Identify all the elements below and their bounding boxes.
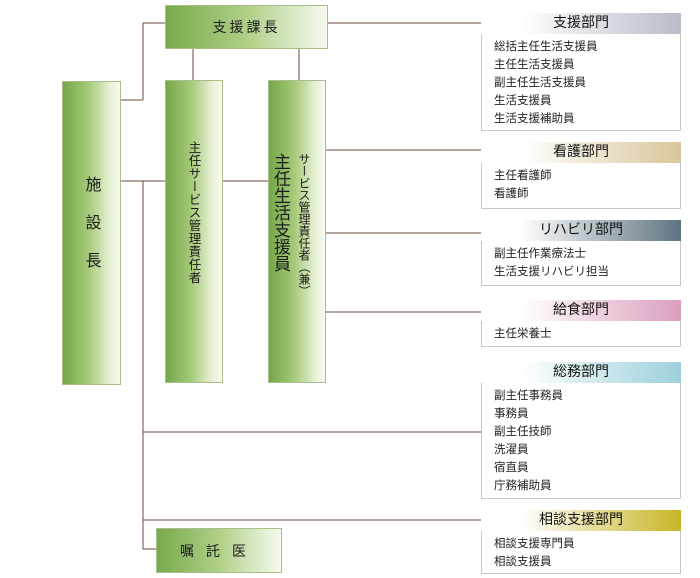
chief-worker-main-label: 主任生活支援員 [270,153,290,272]
dept-header: 相談支援部門 [481,510,681,531]
dept-item: 宿直員 [494,460,529,474]
dept-item: 相談支援員 [494,554,552,568]
dept-item: 主任栄養士 [494,326,552,340]
dept-header: 支援部門 [481,13,681,34]
dept-body: 副主任作業療法士 生活支援リハビリ担当 [481,241,681,286]
dept-name: 相談支援部門 [539,512,623,528]
dept-item: 相談支援専門員 [494,536,575,550]
dept-item: 看護師 [494,186,529,200]
dept-name: 給食部門 [553,302,609,318]
dept-name: 総務部門 [553,364,609,380]
dept-item: 生活支援補助員 [494,111,575,125]
dept-item: 事務員 [494,406,529,420]
dept-header: リハビリ部門 [481,220,681,241]
dept-item: 総括主任生活支援員 [494,39,598,53]
dept-body: 副主任事務員 事務員 副主任技師 洗濯員 宿直員 庁務補助員 [481,383,681,499]
doctor-box: 嘱託医 [156,528,282,573]
dept-item: 庁務補助員 [494,478,552,492]
dept-body: 主任栄養士 [481,321,681,347]
dept-header: 総務部門 [481,362,681,383]
dept-body: 相談支援専門員 相談支援員 [481,531,681,574]
doctor-label: 嘱託医 [180,543,258,560]
dept-item: 生活支援リハビリ担当 [494,264,609,278]
support-chief-label: 支援課長 [212,20,281,36]
dept-item: 主任看護師 [494,168,552,182]
dept-item: 副主任事務員 [494,388,563,402]
dept-name: 看護部門 [553,144,609,160]
dept-item: 副主任技師 [494,424,552,438]
chief-worker-box: 主任生活支援員 サービス管理責任者（兼） [268,80,326,383]
service-manager-box: 主任サービス管理責任者 [165,80,223,383]
support-chief-box: 支援課長 [165,5,328,49]
dept-name: 支援部門 [553,15,609,31]
chief-worker-sub-label: サービス管理責任者（兼） [297,153,311,297]
service-manager-label: 主任サービス管理責任者 [186,141,202,284]
dept-item: 主任生活支援員 [494,57,575,71]
dept-item: 洗濯員 [494,442,529,456]
dept-item: 副主任作業療法士 [494,246,586,260]
dept-body: 主任看護師 看護師 [481,163,681,209]
dept-header: 看護部門 [481,142,681,163]
dept-item: 副主任生活支援員 [494,75,586,89]
director-label: 施設長 [82,176,102,290]
dept-name: リハビリ部門 [539,222,623,238]
dept-item: 生活支援員 [494,93,552,107]
dept-header: 給食部門 [481,300,681,321]
dept-body: 総括主任生活支援員 主任生活支援員 副主任生活支援員 生活支援員 生活支援補助員 [481,34,681,131]
director-box: 施設長 [62,81,121,385]
